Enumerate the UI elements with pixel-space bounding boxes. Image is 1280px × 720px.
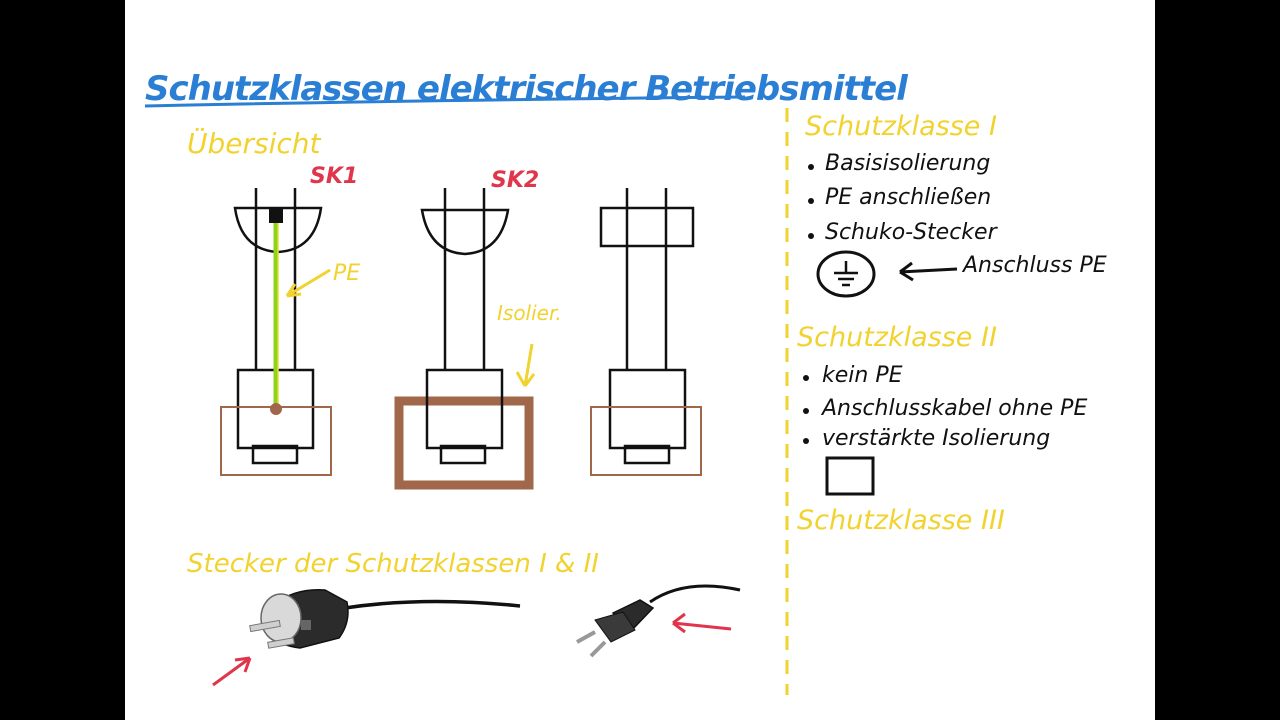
sk2-item-anschlusskabel: Anschlusskabel ohne PE	[820, 396, 1087, 421]
double-insulation-symbol-icon	[825, 456, 875, 496]
sk1-symbol-note: Anschluss PE	[961, 253, 1107, 278]
sk3-heading: Schutzklasse III	[797, 505, 1005, 536]
device-schutzklasse-1	[220, 188, 332, 476]
plugs-heading: Stecker der Schutzklassen I & II	[187, 549, 599, 579]
sk1-item-basisisolierung: Basisisolierung	[825, 151, 990, 176]
sk2-label: SK2	[491, 168, 539, 193]
sk2-item-verstaerkte-isolierung: verstärkte Isolierung	[822, 426, 1050, 451]
isolation-label: Isolier.	[497, 301, 562, 325]
overview-heading: Übersicht	[187, 126, 322, 160]
pe-label: PE	[333, 261, 360, 286]
euro-plug-image	[576, 584, 741, 658]
drawing-surface: Schutzklassen elektrischer Betriebsmitte…	[144, 69, 1107, 695]
isolation-arrow	[515, 343, 536, 387]
sk1-heading: Schutzklasse I	[805, 111, 997, 142]
title-underline	[144, 95, 746, 108]
ground-symbol-arrow	[899, 261, 958, 282]
sk2-item-kein-pe: kein PE	[822, 363, 903, 388]
sk1-item-pe-anschliessen: PE anschließen	[825, 185, 991, 210]
sk1-item-schuko-stecker: Schuko-Stecker	[825, 220, 999, 245]
euro-plug-arrow	[672, 612, 732, 634]
device-schutzklasse-2	[394, 188, 534, 490]
sk2-heading: Schutzklasse II	[797, 322, 997, 353]
schuko-plug-image	[249, 589, 521, 649]
schuko-arrow	[212, 656, 252, 687]
whiteboard-canvas: Schutzklassen elektrischer Betriebsmitte…	[125, 0, 1155, 720]
ground-symbol-icon	[816, 250, 876, 298]
device-schutzklasse-3	[590, 188, 702, 476]
pe-arrow	[285, 268, 331, 298]
sk1-label: SK1	[310, 164, 358, 189]
